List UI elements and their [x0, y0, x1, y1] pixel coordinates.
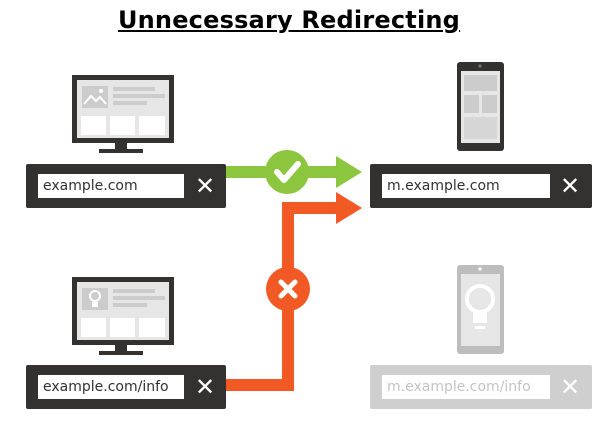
cross-icon	[278, 279, 298, 299]
close-icon[interactable]: ✕	[194, 373, 216, 401]
mobile-url-bar-bottom: m.example.com/info ✕	[370, 365, 592, 409]
close-icon[interactable]: ✕	[194, 172, 216, 200]
mobile-phone-bottom	[457, 265, 504, 354]
url-field[interactable]: example.com	[38, 174, 184, 198]
close-icon[interactable]: ✕	[559, 373, 581, 401]
page-title: Unnecessary Redirecting	[117, 6, 461, 34]
desktop-url-bar-top: example.com ✕	[26, 164, 226, 208]
desktop-monitor-bottom	[72, 277, 174, 355]
url-field[interactable]: example.com/info	[38, 375, 184, 399]
mobile-phone-top	[457, 62, 504, 151]
unnecessary-redirect-arrow	[226, 192, 362, 391]
url-field[interactable]: m.example.com/info	[382, 375, 550, 399]
desktop-url-bar-bottom: example.com/info ✕	[26, 365, 226, 409]
checkmark-icon	[274, 161, 301, 183]
url-field[interactable]: m.example.com	[382, 174, 550, 198]
success-redirect-arrow	[226, 150, 362, 194]
desktop-monitor-top	[72, 75, 174, 153]
close-icon[interactable]: ✕	[559, 172, 581, 200]
mobile-url-bar-top: m.example.com ✕	[370, 164, 592, 208]
